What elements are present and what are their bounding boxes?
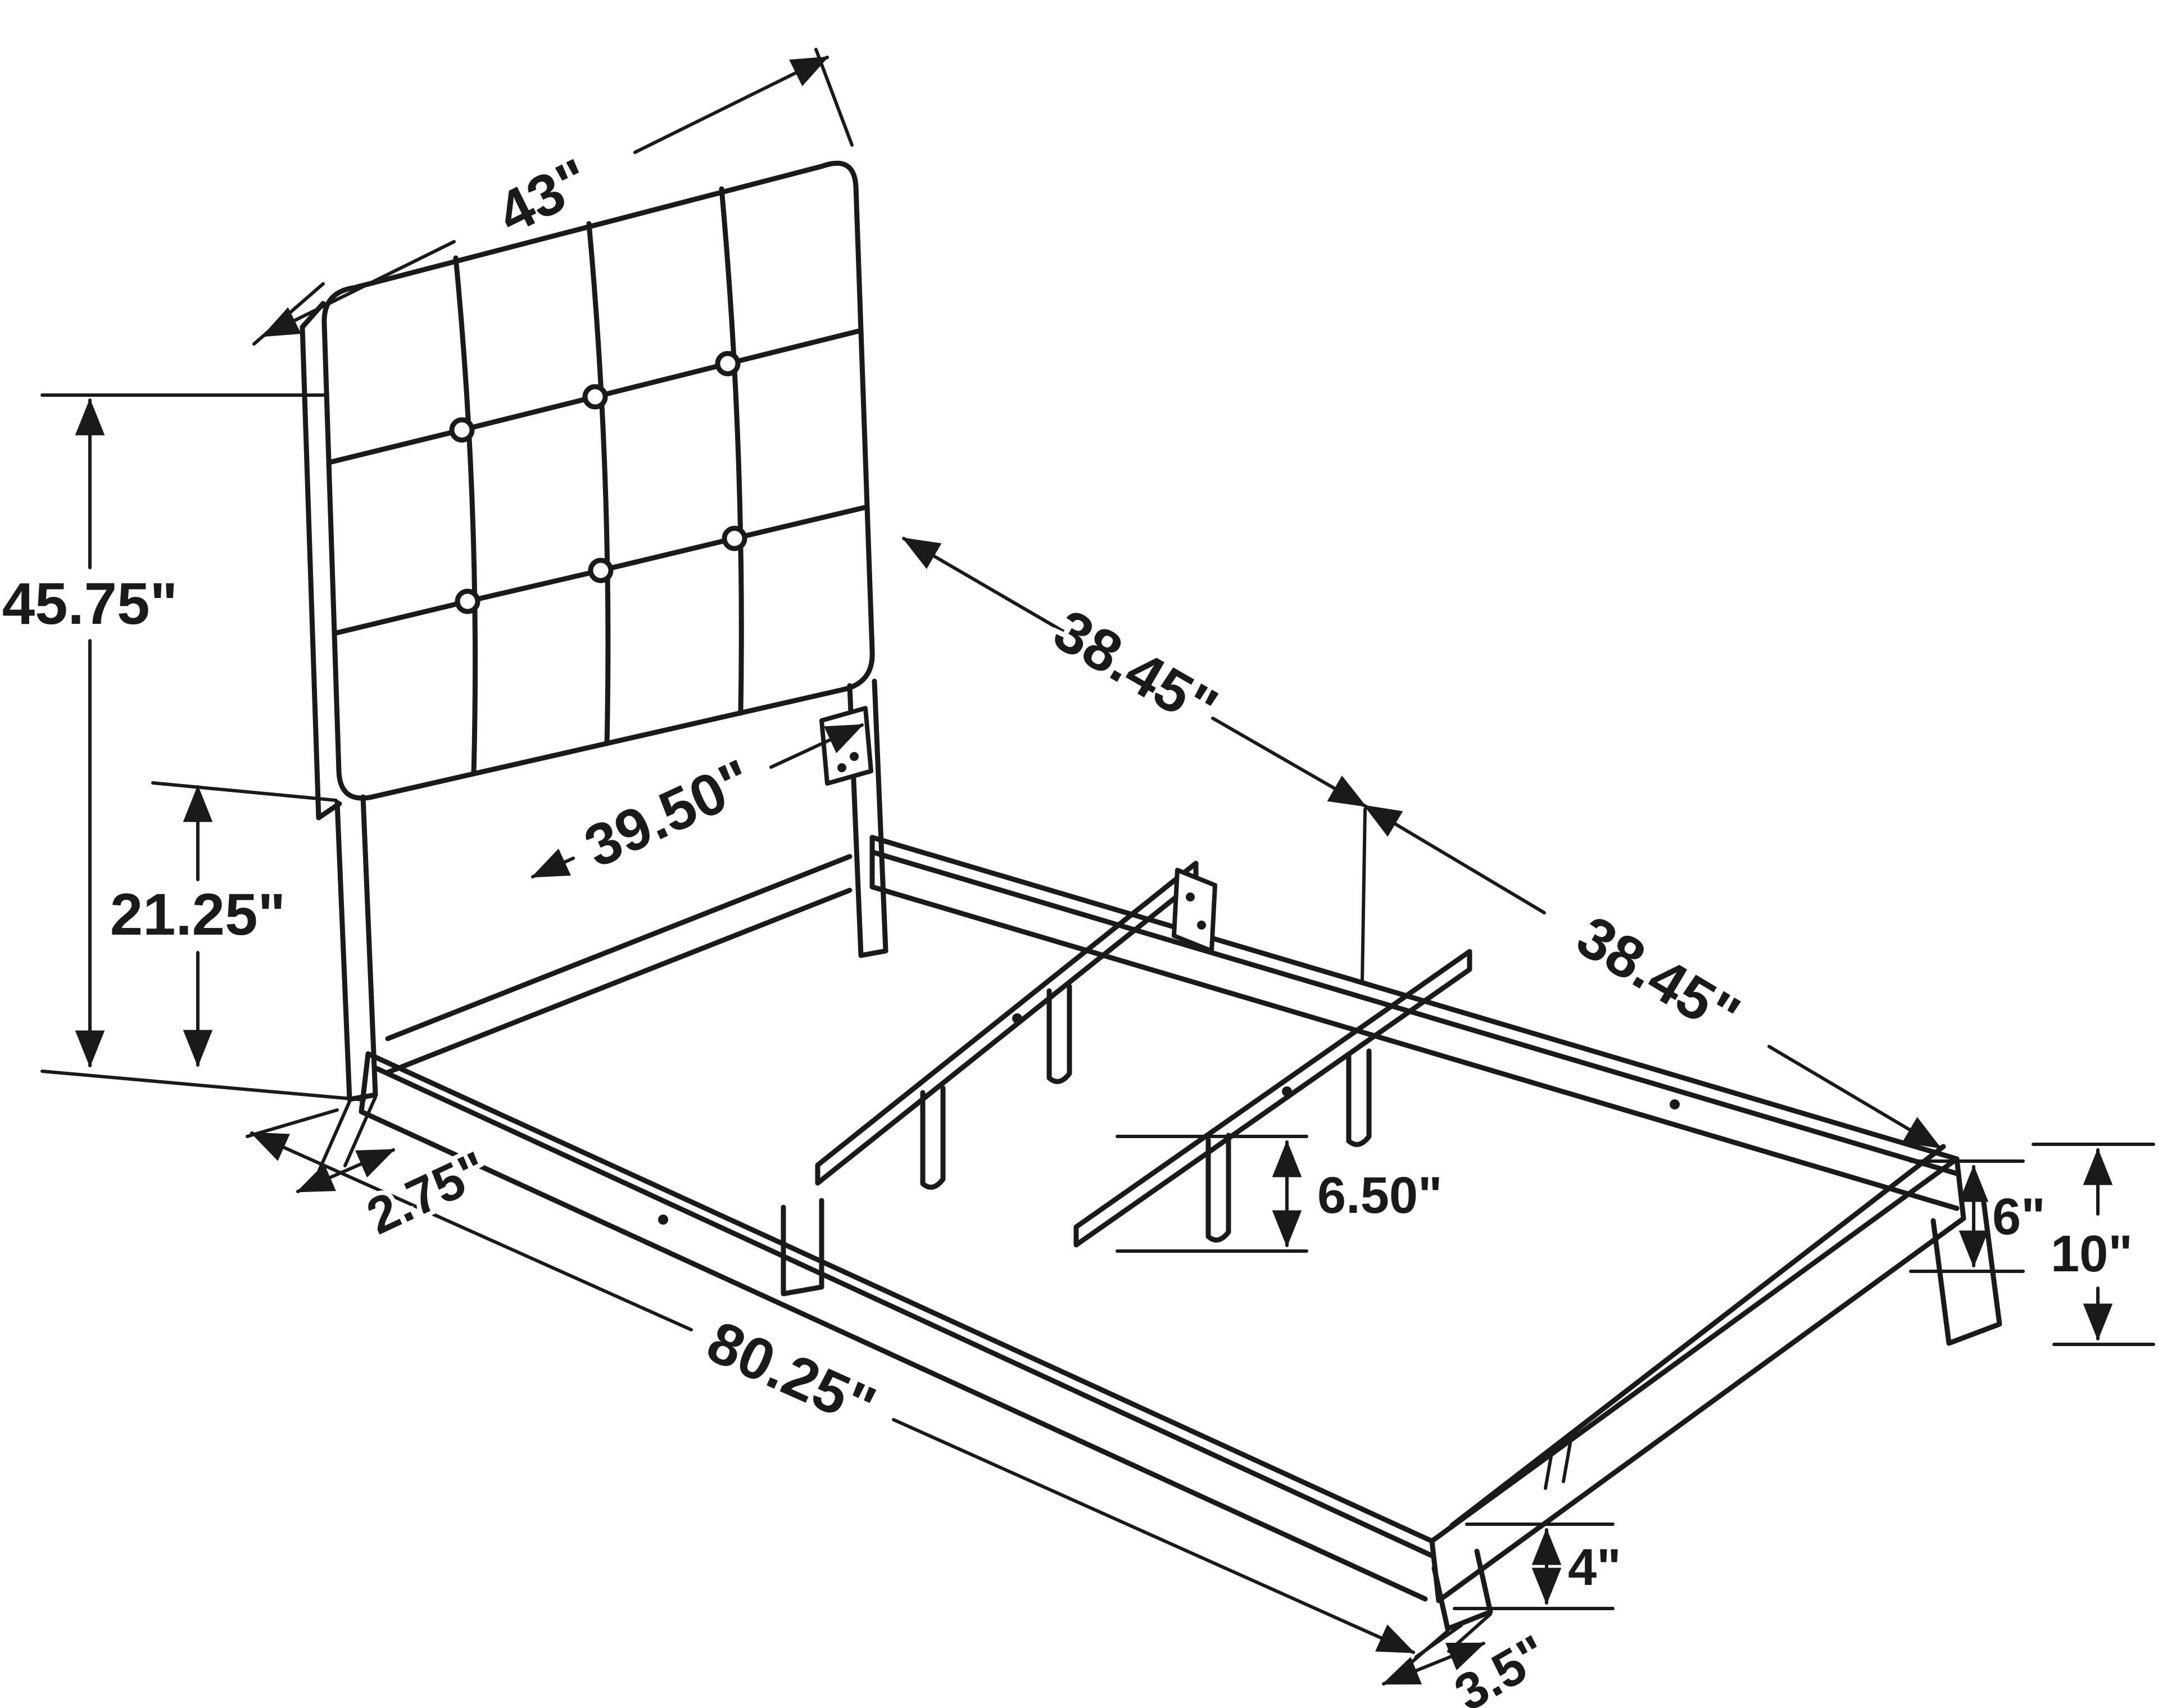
- dim-label-6: 6": [1992, 1188, 2046, 1245]
- extension-line: [1361, 808, 1367, 983]
- dim-foot-leg-width: 3.5": [1381, 1612, 1562, 1708]
- headboard: [300, 160, 888, 1102]
- tuft-button: [715, 351, 741, 377]
- reference-line: [40, 393, 366, 1102]
- reference-line: [151, 781, 338, 802]
- screw-hole: [1282, 1086, 1292, 1097]
- slat-1: [815, 860, 1199, 1186]
- dim-label-3-5: 3.5": [1445, 1624, 1558, 1708]
- side-rail-far: [869, 835, 1960, 1211]
- tuft-button: [582, 384, 608, 410]
- tuft-seam-vertical-3: [719, 186, 744, 716]
- tuft-button: [722, 525, 747, 551]
- bracket-hole: [1186, 892, 1195, 901]
- center-leg-cylinder: [920, 1085, 946, 1190]
- dim-rail-height: 6": [1909, 1159, 2050, 1273]
- dim-center-leg-height: 6.50": [1116, 1135, 1447, 1253]
- dim-label-21-25: 21.25": [110, 882, 286, 948]
- center-leg-cylinder: [1346, 1048, 1372, 1147]
- dim-headboard-height: 45.75": [0, 393, 366, 1102]
- head-rail: [385, 854, 853, 1075]
- dim-label-39-50: 39.50": [575, 747, 762, 880]
- dim-label-4: 4": [1568, 1539, 1621, 1596]
- dim-floor-to-rail-top: 10": [2032, 1143, 2155, 1346]
- near-rail-middle-leg: [781, 1198, 824, 1297]
- center-leg-cylinder: [1205, 1132, 1231, 1243]
- dim-label-45-75: 45.75": [2, 571, 178, 637]
- reference-line: [2032, 1143, 2155, 1346]
- screw-hole: [1012, 1013, 1022, 1023]
- reference-line: [1909, 1159, 2025, 1273]
- slat-2: [1073, 949, 1472, 1248]
- headboard-side-face: [300, 301, 342, 821]
- headboard-rail-bracket: [819, 706, 873, 786]
- reference-line: [1453, 1523, 1615, 1610]
- dim-headboard-leg-width: 2.75": [296, 1095, 501, 1250]
- tuft-seam-vertical-2: [586, 221, 611, 746]
- foot-rail-ticks: [1544, 1442, 1572, 1490]
- headboard-panel-outline: [321, 160, 875, 801]
- screw-hole: [658, 1215, 668, 1225]
- foot-rail: [1429, 1144, 1966, 1603]
- bracket-hole: [1197, 921, 1206, 930]
- tuft-button: [588, 558, 614, 583]
- dim-headboard-width: 43": [252, 48, 854, 346]
- dim-label-38-45-b: 38.45": [1566, 903, 1751, 1049]
- foot-leg-near: [1431, 1548, 1493, 1632]
- center-leg-cylinder: [1046, 984, 1072, 1084]
- dim-floor-to-panel: 21.25": [105, 781, 338, 1067]
- dim-label-80-25: 80.25": [698, 1308, 885, 1440]
- dim-label-38-45-a: 38.45": [1043, 597, 1228, 742]
- tuft-button: [455, 588, 480, 614]
- bracket-hole: [837, 763, 846, 772]
- tuft-button: [449, 417, 475, 443]
- dim-label-6-50: 6.50": [1317, 1167, 1443, 1224]
- dim-foot-section: 38.45": [1363, 804, 1942, 1149]
- slat-bracket: [1172, 868, 1217, 953]
- extension-line: [318, 1095, 377, 1172]
- tuft-seam-vertical-1: [453, 255, 478, 776]
- dim-label-43: 43": [487, 146, 600, 247]
- reference-line: [1116, 1135, 1308, 1253]
- dim-label-10: 10": [2051, 1225, 2133, 1283]
- bracket-hole: [850, 752, 859, 761]
- screw-hole: [1670, 1099, 1680, 1109]
- side-rail-near: [359, 1051, 1435, 1602]
- dim-rail-bottom-to-floor: 4": [1453, 1523, 1626, 1610]
